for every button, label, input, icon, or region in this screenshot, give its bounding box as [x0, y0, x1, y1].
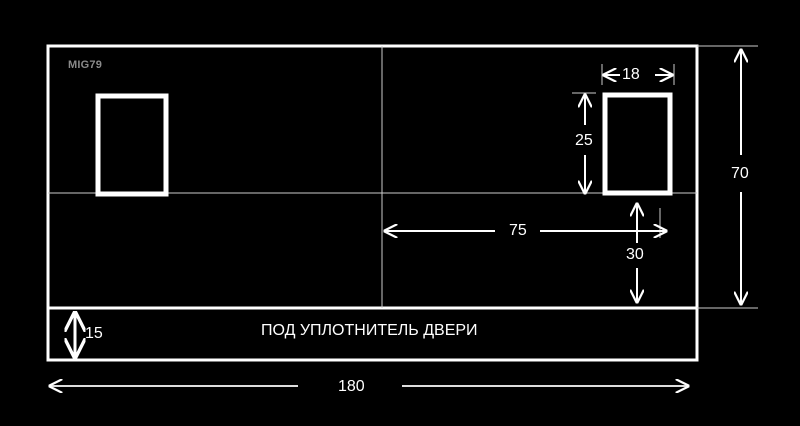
seal-strip-label: ПОД УПЛОТНИТЕЛЬ ДВЕРИ	[261, 322, 478, 339]
right-cutout	[602, 92, 673, 196]
dim-label-total-width: 180	[338, 378, 365, 395]
outer-frame	[46, 44, 699, 310]
dim-label-cutout-height: 25	[575, 132, 593, 149]
dim-label-total-height: 70	[731, 165, 749, 182]
dim-label-offset-horizontal: 75	[509, 222, 527, 239]
dim-label-cutout-width: 18	[622, 66, 640, 83]
left-cutout	[95, 93, 169, 197]
watermark: MIG79	[68, 59, 103, 71]
dim-label-seal-strip-height: 15	[85, 325, 103, 342]
dim-label-offset-vertical: 30	[626, 246, 644, 263]
seal-strip	[46, 306, 699, 362]
